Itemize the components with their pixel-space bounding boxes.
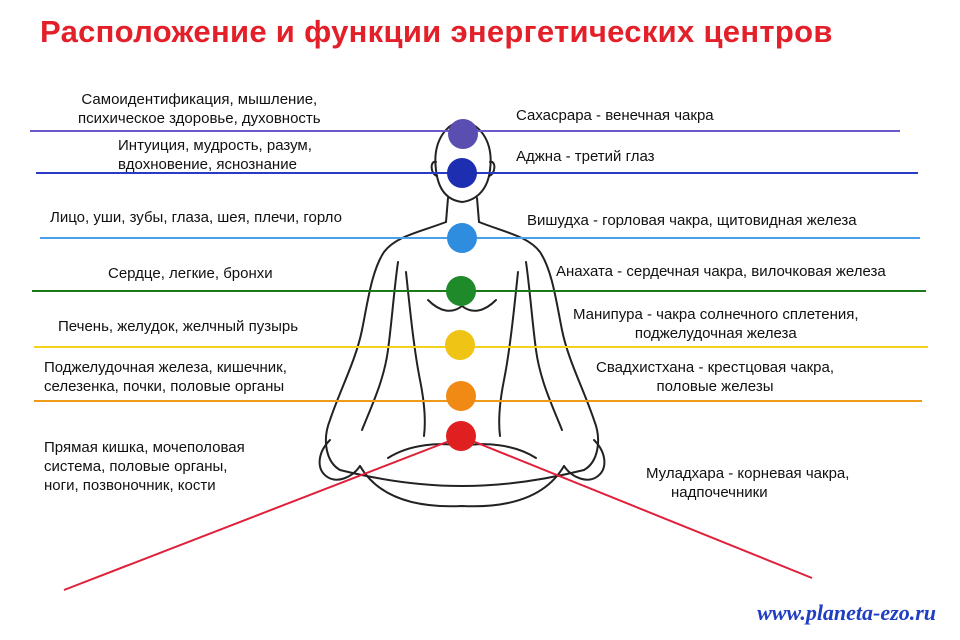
chakra-circle-svadhisthana bbox=[446, 381, 476, 411]
chakra-circle-muladhara bbox=[446, 421, 476, 451]
chakra-circle-manipura bbox=[445, 330, 475, 360]
website-link[interactable]: www.planeta-ezo.ru bbox=[757, 600, 936, 625]
functions-svadhisthana: Поджелудочная железа, кишечник,селезенка… bbox=[44, 359, 287, 395]
chakra-circle-sahasrara bbox=[448, 119, 478, 149]
chakra-name-sahasrara: Сахасрара - венечная чакра bbox=[516, 107, 714, 124]
functions-vishuddha: Лицо, уши, зубы, глаза, шея, плечи, горл… bbox=[50, 209, 342, 226]
functions-anahata: Сердце, легкие, бронхи bbox=[108, 265, 273, 282]
chakra-name-muladhara: Муладхара - корневая чакра, надпочечники bbox=[646, 465, 850, 501]
chakra-name-ajna: Аджна - третий глаз bbox=[516, 148, 655, 165]
root-line-left bbox=[63, 439, 453, 591]
chakra-name-manipura: Манипура - чакра солнечного сплетения,по… bbox=[573, 306, 859, 342]
chakra-circle-vishuddha bbox=[447, 223, 477, 253]
chakra-circle-anahata bbox=[446, 276, 476, 306]
chakra-circle-ajna bbox=[447, 158, 477, 188]
root-line-right bbox=[469, 439, 813, 579]
page-title: Расположение и функции энергетических це… bbox=[40, 14, 833, 49]
chakra-name-vishuddha: Вишудха - горловая чакра, щитовидная жел… bbox=[527, 212, 857, 229]
functions-sahasrara: Самоидентификация, мышление,психическое … bbox=[78, 91, 321, 127]
meditating-figure bbox=[318, 121, 606, 508]
chakra-name-svadhisthana: Свадхистхана - крестцовая чакра,половые … bbox=[596, 359, 834, 395]
chakra-name-anahata: Анахата - сердечная чакра, вилочковая же… bbox=[556, 263, 886, 280]
functions-manipura: Печень, желудок, желчный пузырь bbox=[58, 318, 299, 335]
functions-ajna: Интуиция, мудрость, разум,вдохновение, я… bbox=[118, 137, 312, 173]
